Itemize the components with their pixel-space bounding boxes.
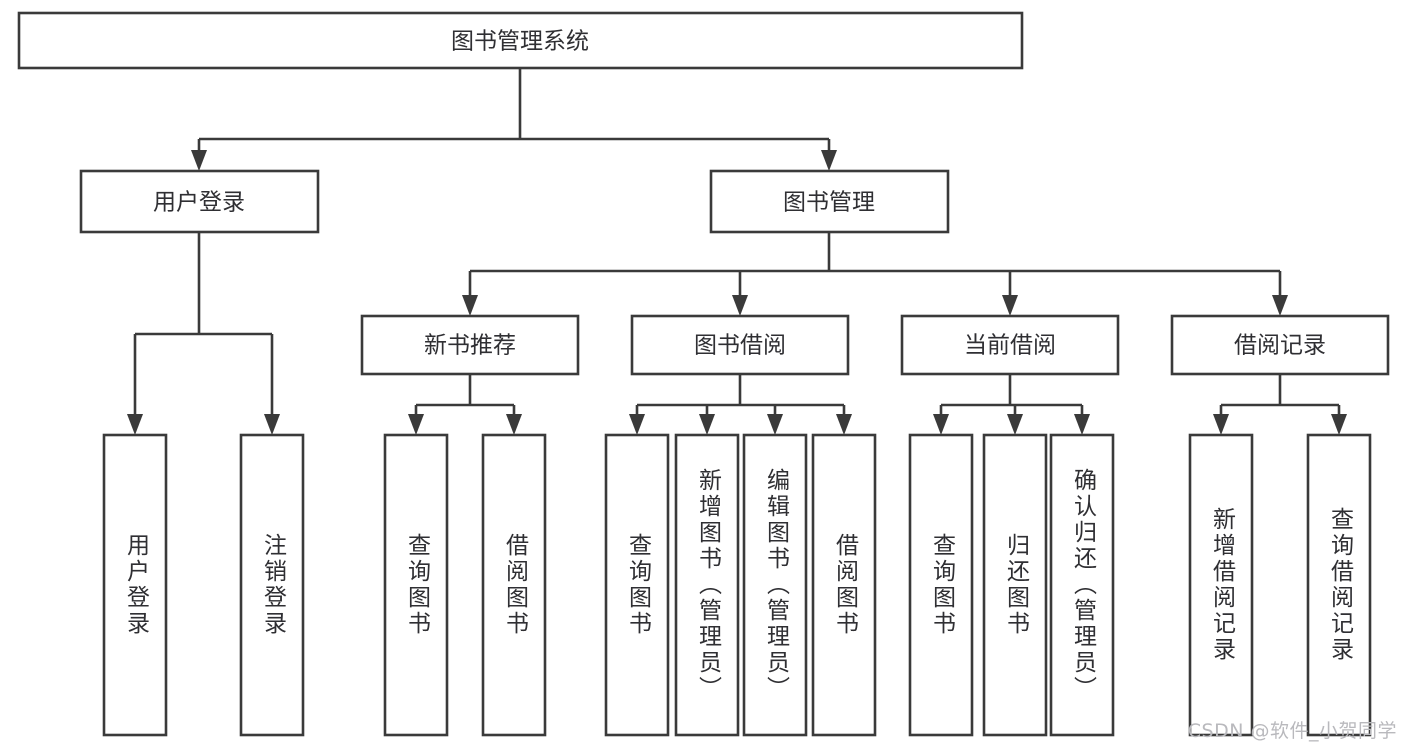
arrow-user-login-to-leaf-user-login [127, 414, 143, 435]
node-leaf-return-book-box [982, 433, 1048, 737]
node-root[interactable]: 图书管理系统 [17, 11, 1024, 70]
node-leaf-add-book[interactable]: 新增图书（管理员） [674, 433, 740, 737]
arrow-bm-to-new-book-recommend [462, 295, 478, 316]
node-new-book-recommend[interactable]: 新书推荐 [360, 314, 580, 376]
node-root-box [17, 11, 1024, 70]
arrow-br-to-leaf-query-record [1331, 414, 1347, 435]
node-leaf-query-book-bor-label: 查询图书 [625, 533, 653, 637]
node-book-management-label: 图书管理 [783, 190, 875, 216]
arrow-bb-to-leaf-borrow-book [836, 414, 852, 435]
node-leaf-borrow-book-bor[interactable]: 借阅图书 [811, 433, 877, 737]
arrow-cb-to-leaf-confirm-return [1074, 414, 1090, 435]
node-leaf-query-book-rec[interactable]: 查询图书 [383, 433, 449, 737]
node-leaf-return-book[interactable]: 归还图书 [982, 433, 1048, 737]
node-leaf-add-record[interactable]: 新增借阅记录 [1188, 433, 1254, 737]
node-leaf-query-book-rec-box [383, 433, 449, 737]
node-book-borrow-box [630, 314, 850, 376]
node-leaf-query-record-label: 查询借阅记录 [1327, 507, 1355, 663]
node-leaf-confirm-return-box [1049, 433, 1115, 737]
node-leaf-query-record-box [1306, 433, 1372, 737]
node-current-borrow-label: 当前借阅 [964, 333, 1056, 359]
arrow-cb-to-leaf-query-book [933, 414, 949, 435]
node-leaf-query-book-bor[interactable]: 查询图书 [604, 433, 670, 737]
node-leaf-return-book-label: 归还图书 [1003, 533, 1031, 637]
node-leaf-edit-book[interactable]: 编辑图书（管理员） [742, 433, 808, 737]
node-leaf-query-book-cur-box [908, 433, 974, 737]
node-leaf-confirm-return[interactable]: 确认归还（管理员） [1049, 433, 1115, 737]
csdn-watermark: CSDN @软件_小贺同学 [1187, 720, 1397, 742]
arrow-nbr-to-leaf-query-book [408, 414, 424, 435]
node-leaf-add-book-label: 新增图书（管理员） [695, 468, 723, 702]
node-new-book-recommend-label: 新书推荐 [424, 333, 516, 359]
node-leaf-add-book-box [674, 433, 740, 737]
arrow-bm-to-book-borrow [732, 295, 748, 316]
node-leaf-edit-book-label: 编辑图书（管理员） [763, 468, 791, 702]
node-leaf-borrow-book-bor-label: 借阅图书 [832, 533, 860, 637]
node-leaf-user-login-box [102, 433, 168, 737]
node-leaf-query-record[interactable]: 查询借阅记录 [1306, 433, 1372, 737]
arrow-bm-to-current-borrow [1002, 295, 1018, 316]
node-leaf-user-logout-label: 注销登录 [260, 533, 288, 637]
node-leaf-confirm-return-label: 确认归还（管理员） [1070, 468, 1098, 702]
arrow-bb-to-leaf-add-book [699, 414, 715, 435]
node-leaf-add-record-label: 新增借阅记录 [1209, 507, 1237, 663]
arrow-nbr-to-leaf-borrow-book [506, 414, 522, 435]
node-book-borrow-label: 图书借阅 [694, 333, 786, 359]
arrow-cb-to-leaf-return-book [1007, 414, 1023, 435]
node-leaf-borrow-book-rec-label: 借阅图书 [502, 533, 530, 637]
node-leaf-user-logout-box [239, 433, 305, 737]
arrow-root-to-user-login [191, 150, 207, 171]
node-leaf-user-login[interactable]: 用户登录 [102, 433, 168, 737]
node-leaf-user-login-label: 用户登录 [123, 533, 151, 637]
node-leaf-borrow-book-rec-box [481, 433, 547, 737]
node-book-management-box [709, 169, 950, 234]
node-leaf-query-book-bor-box [604, 433, 670, 737]
node-leaf-query-book-cur-label: 查询图书 [929, 533, 957, 637]
node-book-borrow[interactable]: 图书借阅 [630, 314, 850, 376]
node-book-management[interactable]: 图书管理 [709, 169, 950, 234]
node-borrow-record[interactable]: 借阅记录 [1170, 314, 1390, 376]
connector-layer [127, 68, 1347, 435]
node-current-borrow-box [900, 314, 1120, 376]
arrow-bm-to-borrow-record [1272, 295, 1288, 316]
node-leaf-edit-book-box [742, 433, 808, 737]
node-user-login[interactable]: 用户登录 [79, 169, 320, 234]
node-borrow-record-label: 借阅记录 [1234, 333, 1326, 359]
arrow-bb-to-leaf-edit-book [767, 414, 783, 435]
node-root-label: 图书管理系统 [451, 29, 589, 55]
node-leaf-query-book-cur[interactable]: 查询图书 [908, 433, 974, 737]
node-leaf-query-book-rec-label: 查询图书 [404, 533, 432, 637]
arrow-br-to-leaf-add-record [1213, 414, 1229, 435]
node-borrow-record-box [1170, 314, 1390, 376]
arrow-user-login-to-leaf-user-logout [264, 414, 280, 435]
node-new-book-recommend-box [360, 314, 580, 376]
node-leaf-borrow-book-bor-box [811, 433, 877, 737]
arrow-root-to-book-management [821, 150, 837, 171]
node-current-borrow[interactable]: 当前借阅 [900, 314, 1120, 376]
node-leaf-add-record-box [1188, 433, 1254, 737]
node-leaf-borrow-book-rec[interactable]: 借阅图书 [481, 433, 547, 737]
node-user-login-label: 用户登录 [153, 190, 245, 216]
arrow-bb-to-leaf-query-book [629, 414, 645, 435]
node-leaf-user-logout[interactable]: 注销登录 [239, 433, 305, 737]
node-user-login-box [79, 169, 320, 234]
